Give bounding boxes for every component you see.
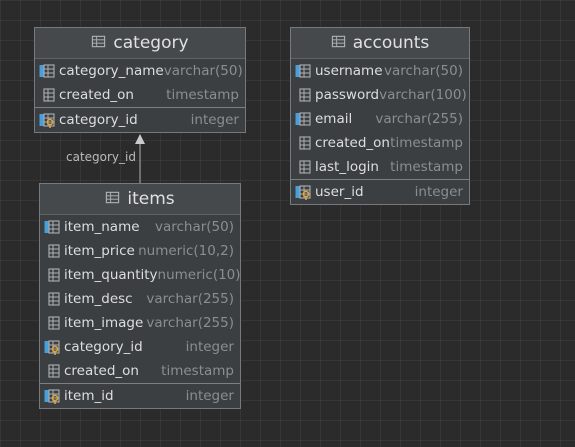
column-icon <box>44 243 60 259</box>
column-name: last_login <box>315 159 379 175</box>
column-type: timestamp <box>161 363 234 379</box>
table-icon <box>331 34 346 53</box>
column-icon <box>44 267 60 283</box>
column-name: password <box>315 87 380 103</box>
column-row[interactable]: item_id integer <box>40 384 240 408</box>
column-type: varchar(255) <box>375 111 463 127</box>
column-name: item_id <box>64 388 114 404</box>
column-key-blue-icon <box>295 63 311 79</box>
column-key-blue-icon <box>44 219 60 235</box>
column-row[interactable]: item_name varchar(50) <box>40 215 240 239</box>
column-icon <box>39 87 55 103</box>
primary-key-section: category_id integer <box>35 107 245 132</box>
column-type: varchar(255) <box>146 291 234 307</box>
column-type: numeric(10) <box>157 267 241 283</box>
table-header[interactable]: items <box>40 184 240 215</box>
table-header[interactable]: category <box>35 28 245 59</box>
column-row[interactable]: created_on timestamp <box>35 83 245 107</box>
column-type: integer <box>185 388 234 404</box>
table-title: category <box>113 33 189 53</box>
column-row[interactable]: category_id integer <box>35 108 245 132</box>
column-row[interactable]: category_id integer <box>40 335 240 359</box>
table-icon <box>105 190 120 209</box>
column-row[interactable]: last_login timestamp <box>291 155 469 179</box>
column-icon <box>295 87 311 103</box>
column-name: user_id <box>315 184 364 200</box>
primary-key-icon <box>44 388 60 404</box>
column-name: item_image <box>64 315 144 331</box>
column-type: varchar(100) <box>379 87 467 103</box>
column-name: item_desc <box>64 291 133 307</box>
column-type: integer <box>190 112 239 128</box>
column-key-blue-icon <box>295 111 311 127</box>
column-type: varchar(50) <box>383 63 463 79</box>
column-row[interactable]: item_desc varchar(255) <box>40 287 240 311</box>
table-title: items <box>127 189 175 209</box>
column-name: email <box>315 111 353 127</box>
column-type: timestamp <box>390 135 463 151</box>
column-type: varchar(255) <box>146 315 234 331</box>
column-type: timestamp <box>166 87 239 103</box>
table-title: accounts <box>352 33 430 53</box>
column-type: integer <box>185 339 234 355</box>
column-row[interactable]: created_on timestamp <box>40 359 240 383</box>
column-icon <box>295 159 311 175</box>
column-type: numeric(10,2) <box>138 243 234 259</box>
primary-key-section: item_id integer <box>40 383 240 408</box>
column-type: varchar(50) <box>154 219 234 235</box>
column-type: timestamp <box>390 159 463 175</box>
column-row[interactable]: user_id integer <box>291 180 469 204</box>
foreign-key-icon <box>44 339 60 355</box>
column-name: item_name <box>64 219 140 235</box>
column-type: varchar(50) <box>163 63 243 79</box>
relation-arrowhead <box>135 134 145 144</box>
column-name: category_id <box>64 339 143 355</box>
table-header[interactable]: accounts <box>291 28 469 59</box>
column-row[interactable]: email varchar(255) <box>291 107 469 131</box>
column-icon <box>44 291 60 307</box>
primary-key-icon <box>295 184 311 200</box>
column-name: category_name <box>59 63 164 79</box>
column-type: integer <box>414 184 463 200</box>
column-name: username <box>315 63 383 79</box>
primary-key-section: user_id integer <box>291 179 469 204</box>
column-key-blue-icon <box>39 63 55 79</box>
column-icon <box>44 363 60 379</box>
primary-key-icon <box>39 112 55 128</box>
column-name: created_on <box>59 87 134 103</box>
column-name: item_price <box>64 243 135 259</box>
column-name: category_id <box>59 112 138 128</box>
column-name: item_quantity <box>64 267 158 283</box>
relation-label[interactable]: category_id <box>66 150 136 164</box>
column-name: created_on <box>64 363 139 379</box>
column-icon <box>44 315 60 331</box>
column-name: created_on <box>315 135 390 151</box>
table-icon <box>91 34 106 53</box>
column-icon <box>295 135 311 151</box>
